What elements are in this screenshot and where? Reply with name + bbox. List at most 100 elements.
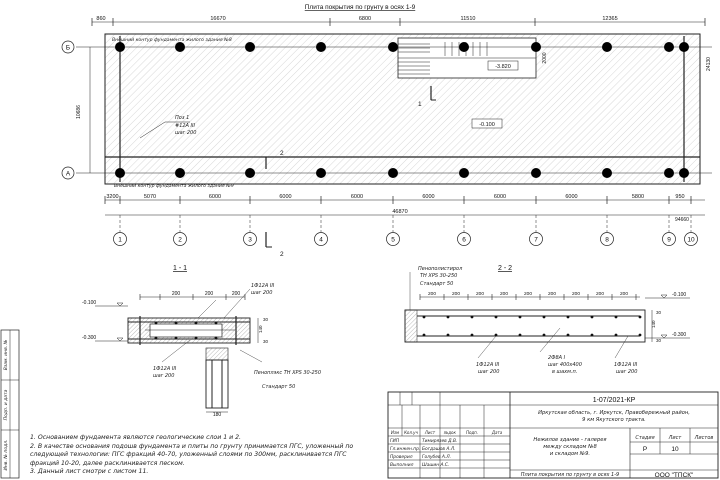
axis-a-label: А	[66, 171, 71, 178]
s2-rebar-bottom	[518, 333, 522, 337]
s2-level-bottom: -0.300	[672, 332, 686, 338]
total-dim-2: 94660	[675, 217, 689, 223]
s2-dim-5: 200	[548, 291, 556, 297]
s2-rebar-bottom	[638, 333, 642, 337]
s2-rebar-top	[422, 315, 426, 319]
axis-col-label-2: 2	[178, 237, 182, 244]
s2-dim-4: 200	[524, 291, 532, 297]
column-pile	[316, 168, 326, 178]
column-pile	[115, 42, 125, 52]
axis-col-label-9: 9	[667, 237, 671, 244]
axis-col-8	[600, 232, 614, 246]
s1-bar-label: 1Ф12А III	[251, 283, 275, 289]
s2-rebar-top	[494, 315, 498, 319]
s2-dim-6: 200	[572, 291, 580, 297]
tb-name-1: Богдашов А.Л.	[422, 446, 456, 452]
s1-bar-label-bottom: 1Ф12А III	[153, 366, 177, 372]
stage-label: Стадия	[635, 435, 654, 441]
sheets-label: Листов	[694, 435, 714, 441]
side-label-2: Подп. и дата	[3, 389, 9, 420]
note-line-5: 3. Данный лист смотри с листом 11.	[30, 468, 149, 476]
s1-dim-3: 200	[232, 291, 241, 297]
s1-hdim-1: 30	[263, 317, 269, 322]
axis-col-label-6: 6	[462, 237, 466, 244]
s2-rebar-bottom	[542, 333, 546, 337]
s1-hdim-3: 30	[263, 339, 269, 344]
s1-level-top: -0.100	[82, 300, 96, 306]
side-label-1: Взам. инв. №	[3, 339, 9, 370]
s2-bar1-step: шаг 200	[478, 369, 499, 375]
company-name: ООО "ТПСК"	[655, 472, 694, 479]
top-dimension-ticks	[91, 18, 706, 26]
contour-bottom-label: Внешний контур фундамента жилого здания …	[114, 183, 234, 189]
s2-rebar-bottom	[614, 333, 618, 337]
s2-rebar-top	[566, 315, 570, 319]
s2-insulation-type: ТН XPS 30-250	[420, 273, 457, 279]
axis-col-5	[386, 232, 400, 246]
column-pile	[459, 42, 469, 52]
axis-col-label-7: 7	[534, 237, 538, 244]
column-pile	[531, 42, 541, 52]
tb-name-2: Голубев А.Л.	[422, 454, 451, 460]
column-pile	[664, 42, 674, 52]
s2-bar3-step: шаг 200	[616, 369, 637, 375]
bottom-dim-5: 6000	[422, 194, 434, 200]
column-pile	[115, 168, 125, 178]
axis-col-1	[113, 232, 127, 246]
s2-insulation-std: Стандарт 50	[420, 281, 453, 287]
s2-rebar-top	[470, 315, 474, 319]
top-dim-1: 860	[96, 16, 105, 22]
tb-header-3: №док	[443, 430, 456, 435]
s1-dim-1: 200	[172, 291, 181, 297]
svg-text:2: 2	[280, 251, 284, 258]
stair-steps	[398, 42, 536, 75]
s2-bar1: 1Ф12А III	[476, 362, 500, 368]
contour-top-label: Внешний контур фундамента жилого здания …	[112, 37, 232, 43]
column-piles	[115, 42, 689, 178]
column-pile	[245, 42, 255, 52]
column-pile	[602, 168, 612, 178]
stage-value: Р	[643, 446, 647, 453]
cut-marker-2-top: 2	[265, 150, 284, 169]
tb-name-3: Шашин А.С.	[422, 462, 449, 468]
tb-name-0: Тимирязев Д.В.	[422, 438, 457, 444]
sheet-name: Плита покрытия по грунту в осях 1-9	[521, 472, 619, 478]
axis-col-label-3: 3	[248, 237, 252, 244]
s2-rebar-bottom	[446, 333, 450, 337]
note-line-3: следующей технологии: ПГС фракций 40-70,…	[30, 451, 347, 459]
column-pile	[388, 42, 398, 52]
bottom-dim-1: 5070	[144, 194, 156, 200]
doc-code: 1-07/2021-КР	[593, 397, 636, 404]
s2-hdim-3: 30	[656, 338, 662, 343]
column-pile	[388, 168, 398, 178]
bottom-dim-2: 6000	[209, 194, 221, 200]
stair-level: -3.820	[495, 64, 511, 70]
right-dim: 24130	[706, 57, 712, 71]
left-dim: 10686	[76, 105, 82, 119]
top-dim-5: 12365	[602, 16, 617, 22]
cut-marker-1: 1	[418, 86, 436, 108]
s1-bottom-dim: 180	[213, 412, 222, 418]
bottom-dim-9: 950	[675, 194, 684, 200]
bottom-dim-8: 5800	[632, 194, 644, 200]
top-dim-3: 6800	[359, 16, 371, 22]
s1-column	[205, 359, 229, 409]
s2-bar2-note: в шахм.п.	[552, 369, 577, 375]
note-line-4: фракций 10-20, далее расклинивается песк…	[30, 459, 185, 467]
column-pile	[459, 168, 469, 178]
s2-rebar-bottom	[494, 333, 498, 337]
bottom-dim-0: 3200	[106, 194, 118, 200]
s2-dim-0: 200	[428, 291, 436, 297]
s2-rebar-top	[542, 315, 546, 319]
axis-b-label: Б	[66, 45, 70, 52]
s2-hdim-1: 30	[656, 310, 662, 315]
sheet-value: 10	[671, 446, 679, 453]
s2-dim-3: 200	[500, 291, 508, 297]
tb-role-2: Проверил	[390, 454, 413, 460]
s2-level-top: -0.100	[672, 292, 686, 298]
